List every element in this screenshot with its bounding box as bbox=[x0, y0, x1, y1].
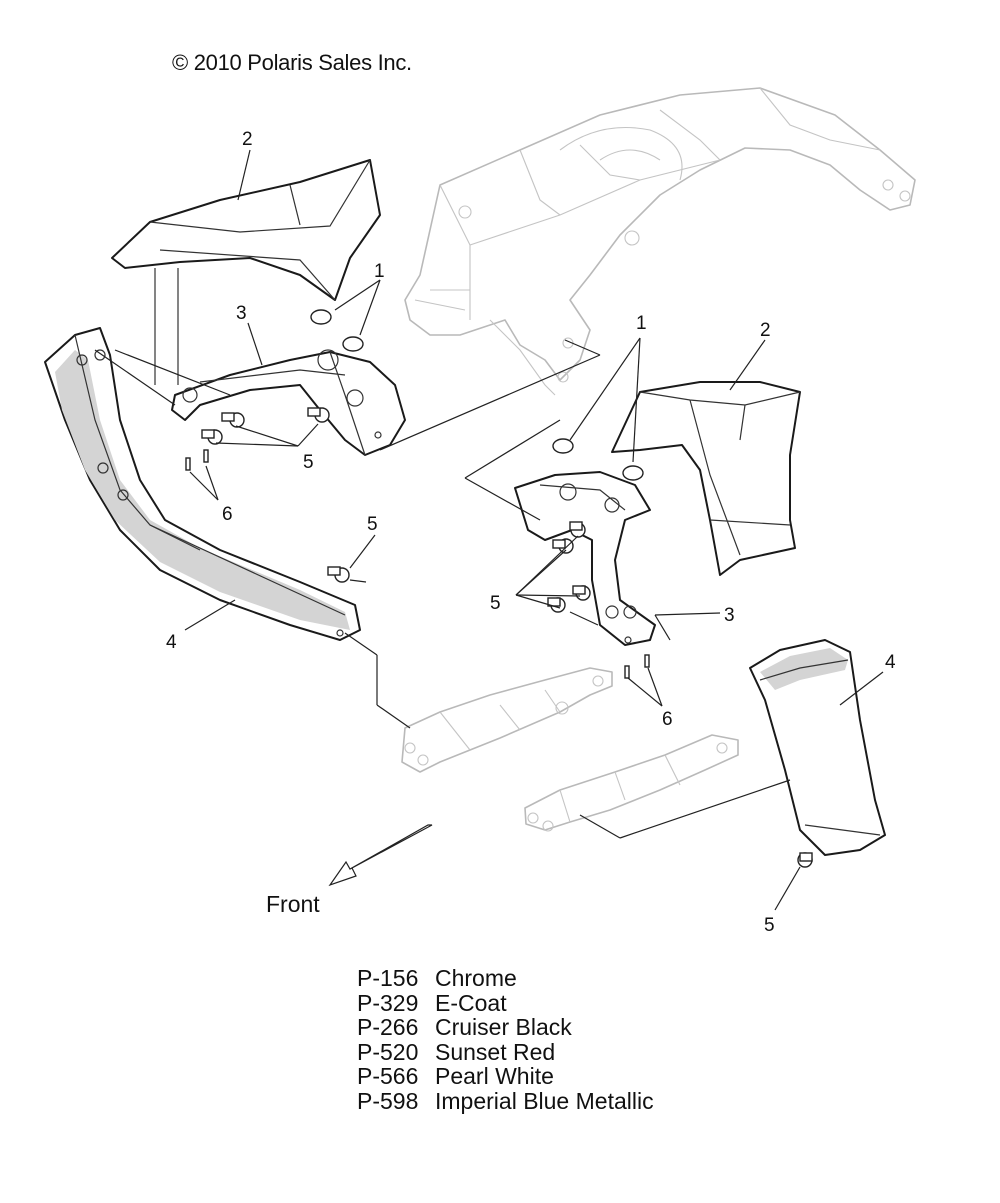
part-4-right-trim bbox=[749, 639, 886, 856]
callout-4-left: 4 bbox=[166, 632, 177, 653]
callout-numbers: 2 1 3 5 6 5 4 1 2 5 3 6 4 5 Front bbox=[166, 129, 896, 936]
legend-row: P-598 Imperial Blue Metallic bbox=[357, 1089, 654, 1114]
legend-row: P-329 E-Coat bbox=[357, 989, 654, 1016]
legend-color-name: Sunset Red bbox=[435, 1038, 556, 1065]
legend-color-name: E-Coat bbox=[435, 989, 507, 1016]
legend-code: P-598 bbox=[357, 1087, 419, 1114]
callout-1-right: 1 bbox=[636, 313, 647, 334]
legend-code: P-566 bbox=[357, 1063, 419, 1090]
part-2-right-cover bbox=[611, 381, 801, 576]
legend-row: P-566 Pearl White bbox=[357, 1064, 654, 1089]
legend-row: P-156 Chrome bbox=[357, 966, 654, 991]
paint-code-legend: P-156 Chrome P-329 E-Coat P-266 Cruiser … bbox=[357, 966, 654, 1114]
legend-color-name: Imperial Blue Metallic bbox=[435, 1087, 654, 1114]
callout-5-left: 5 bbox=[303, 452, 314, 473]
legend-row: P-520 Sunset Red bbox=[357, 1040, 654, 1065]
callout-2-right: 2 bbox=[760, 320, 771, 341]
legend-color-name: Pearl White bbox=[435, 1063, 554, 1090]
callout-6-left: 6 bbox=[222, 504, 233, 525]
callout-2-left: 2 bbox=[242, 129, 253, 150]
part-1-nuts-right bbox=[552, 438, 644, 481]
callout-3-left: 3 bbox=[236, 303, 247, 324]
part-4-left-trim bbox=[44, 327, 361, 641]
legend-code: P-156 bbox=[357, 965, 419, 991]
fasteners bbox=[185, 407, 813, 868]
callout-5-mid: 5 bbox=[367, 514, 378, 535]
legend-code: P-329 bbox=[357, 989, 419, 1016]
part-2-left-cover bbox=[111, 159, 381, 385]
callout-6-right: 6 bbox=[662, 709, 673, 730]
legend-code: P-520 bbox=[357, 1038, 419, 1065]
leader-lines bbox=[94, 149, 884, 911]
part-3-left-bracket bbox=[171, 349, 406, 456]
callout-5-right: 5 bbox=[490, 593, 501, 614]
callout-3-right: 3 bbox=[724, 605, 735, 626]
callout-1-left: 1 bbox=[374, 261, 385, 282]
part-1-nuts-left bbox=[310, 309, 364, 352]
frame-background bbox=[404, 87, 916, 396]
copyright-notice: © 2010 Polaris Sales Inc. bbox=[172, 50, 412, 75]
part-3-right-bracket bbox=[514, 471, 656, 646]
callout-5-bottom: 5 bbox=[764, 915, 775, 936]
frame-lower-rails bbox=[401, 667, 739, 832]
legend-color-name: Chrome bbox=[435, 965, 517, 991]
legend-color-name: Cruiser Black bbox=[435, 1014, 572, 1041]
front-label: Front bbox=[266, 891, 320, 917]
legend-code: P-266 bbox=[357, 1014, 419, 1041]
callout-4-right: 4 bbox=[885, 652, 896, 673]
legend-row: P-266 Cruiser Black bbox=[357, 1015, 654, 1040]
front-direction-arrow bbox=[328, 824, 433, 887]
